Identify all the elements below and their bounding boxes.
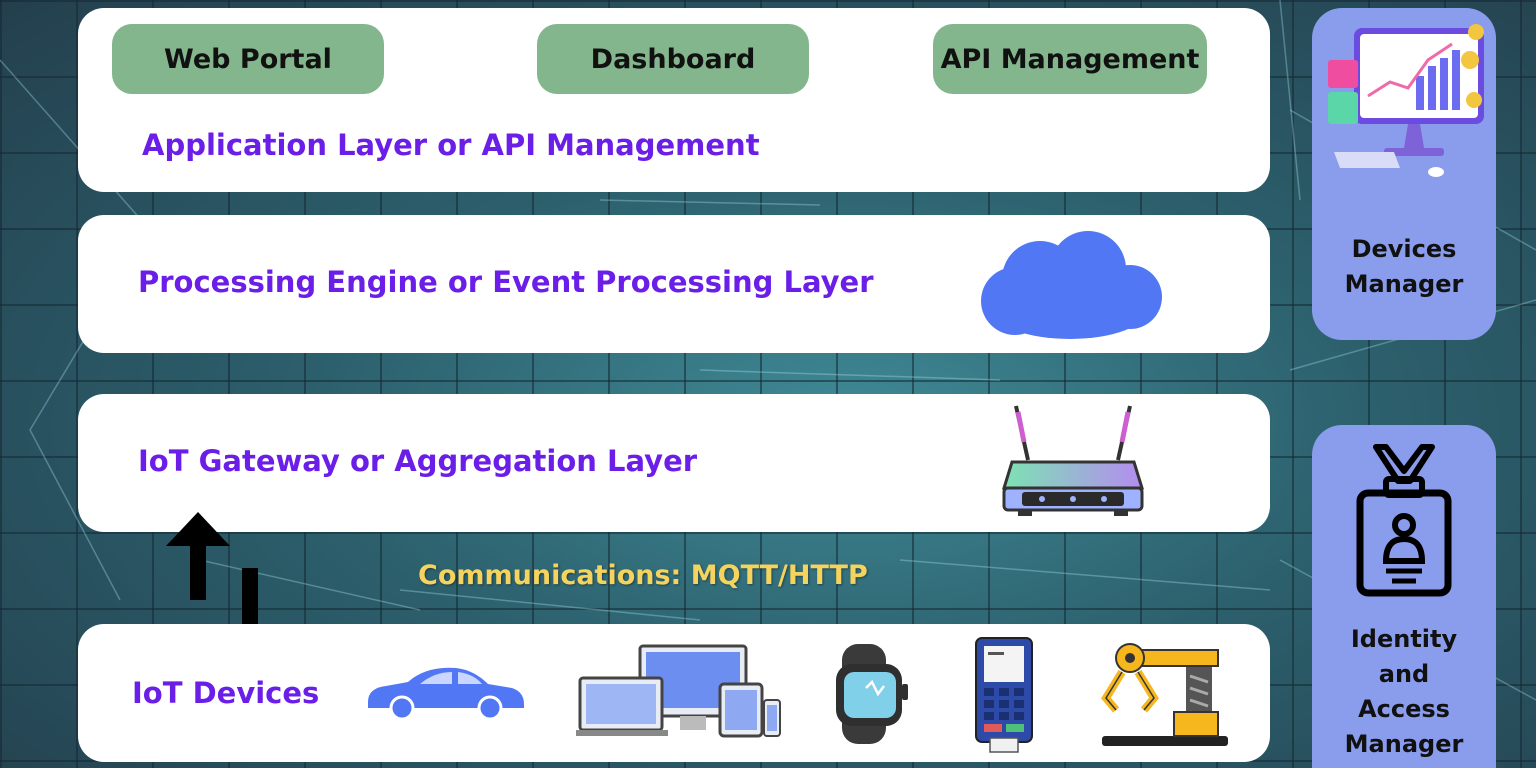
communications-label: Communications: MQTT/HTTP	[418, 560, 868, 591]
devices-manager-label-line-1: Devices	[1351, 235, 1457, 263]
devices-layer-title: IoT Devices	[132, 676, 320, 710]
web-portal-button[interactable]: Web Portal	[112, 24, 384, 94]
card-terminal-icon	[975, 637, 1033, 753]
id-badge-icon	[1356, 444, 1452, 597]
devices-layer-panel: IoT Devices	[78, 624, 1270, 762]
smartwatch-icon	[836, 644, 908, 744]
computer-devices-icon	[576, 644, 781, 738]
application-layer-panel: Web Portal Dashboard API Management Appl…	[78, 8, 1270, 192]
iam-label-line-1: Identity	[1350, 625, 1458, 653]
robot-arm-icon	[1101, 643, 1228, 746]
dashboard-button[interactable]: Dashboard	[537, 24, 809, 94]
cloud-icon	[981, 231, 1162, 339]
iam-label-line-3: Access	[1358, 695, 1450, 723]
gateway-layer-title: IoT Gateway or Aggregation Layer	[138, 444, 698, 478]
devices-manager-panel: Devices Manager	[1312, 8, 1496, 340]
iam-label-line-2: and	[1378, 660, 1430, 688]
identity-access-manager-panel: Identity and Access Manager	[1312, 425, 1496, 768]
iam-label-line-4: Manager	[1344, 730, 1464, 758]
api-management-button[interactable]: API Management	[933, 24, 1207, 94]
processing-layer-panel: Processing Engine or Event Processing La…	[78, 215, 1270, 353]
gateway-layer-panel: IoT Gateway or Aggregation Layer	[78, 394, 1270, 532]
car-icon	[368, 667, 524, 721]
devices-manager-label-line-2: Manager	[1344, 270, 1464, 298]
application-layer-title: Application Layer or API Management	[142, 128, 760, 162]
analytics-monitor-icon	[1328, 24, 1484, 177]
processing-layer-title: Processing Engine or Event Processing La…	[138, 265, 874, 299]
router-icon	[1001, 405, 1145, 516]
